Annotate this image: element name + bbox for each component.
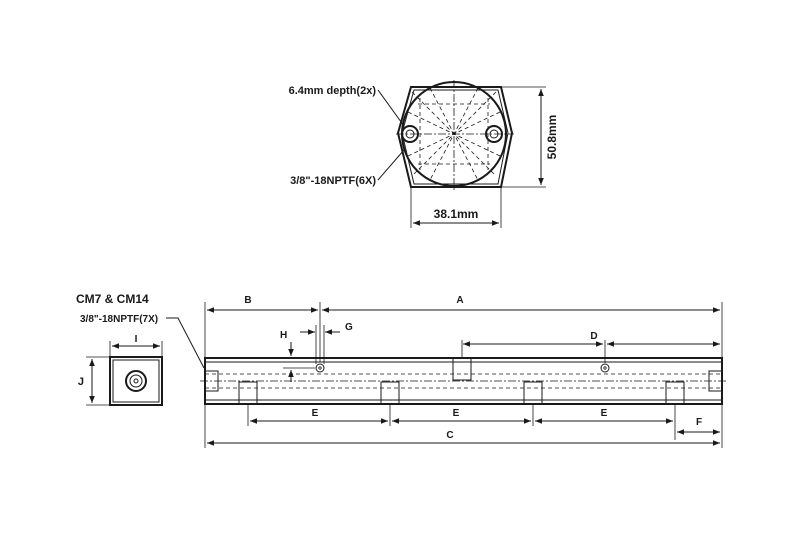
dim-width-label: 38.1mm bbox=[434, 207, 479, 221]
callout-thread: 3/8"-18NPTF(6X) bbox=[290, 175, 376, 187]
port-outer bbox=[125, 370, 147, 392]
callout-depth: 6.4mm depth(2x) bbox=[289, 85, 377, 97]
square-outline bbox=[109, 356, 163, 406]
bottom-port bbox=[665, 381, 685, 404]
mounting-hole-center bbox=[603, 366, 607, 370]
port-inner bbox=[133, 378, 139, 384]
dim-height-label: 50.8mm bbox=[545, 115, 559, 160]
bottom-port bbox=[523, 381, 543, 404]
mounting-hole-right bbox=[485, 125, 503, 143]
hidden-line bbox=[407, 111, 501, 157]
dim-b-label: B bbox=[244, 295, 251, 306]
square-end-view bbox=[86, 341, 163, 406]
dim-e2-label: E bbox=[453, 408, 460, 419]
mounting-hole-left-inner bbox=[405, 129, 415, 139]
hex-outline bbox=[396, 86, 514, 188]
mounting-hole-left bbox=[401, 125, 419, 143]
manifold-side-view bbox=[200, 302, 727, 448]
leader-model-thread bbox=[166, 317, 205, 369]
dim-a-label: A bbox=[456, 295, 463, 306]
leader-thread bbox=[377, 149, 405, 181]
model-label: CM7 & CM14 bbox=[76, 292, 149, 306]
dim-h-label: H bbox=[280, 330, 287, 341]
end-port-left bbox=[205, 370, 219, 392]
dim-e3-label: E bbox=[601, 408, 608, 419]
square-inner bbox=[112, 359, 160, 403]
dim-c-label: C bbox=[446, 430, 453, 441]
end-port-right bbox=[708, 370, 722, 392]
hex-end-view bbox=[377, 80, 546, 228]
dim-g-label: G bbox=[345, 322, 353, 333]
dim-i-label: I bbox=[135, 334, 138, 345]
leader-depth bbox=[377, 89, 405, 127]
mounting-hole-right-inner bbox=[489, 129, 499, 139]
mounting-hole bbox=[600, 363, 610, 373]
model-thread-callout: 3/8"-18NPTF(7X) bbox=[80, 314, 158, 325]
dim-j-label: J bbox=[78, 376, 84, 388]
dim-d-label: D bbox=[590, 331, 597, 342]
port-mid bbox=[129, 374, 143, 388]
dim-e1-label: E bbox=[312, 408, 319, 419]
mounting-hole bbox=[315, 363, 325, 373]
mounting-hole-center bbox=[318, 366, 322, 370]
top-port bbox=[452, 358, 472, 381]
bottom-port bbox=[238, 381, 258, 404]
bottom-port bbox=[380, 381, 400, 404]
dim-f-label: F bbox=[696, 417, 702, 428]
